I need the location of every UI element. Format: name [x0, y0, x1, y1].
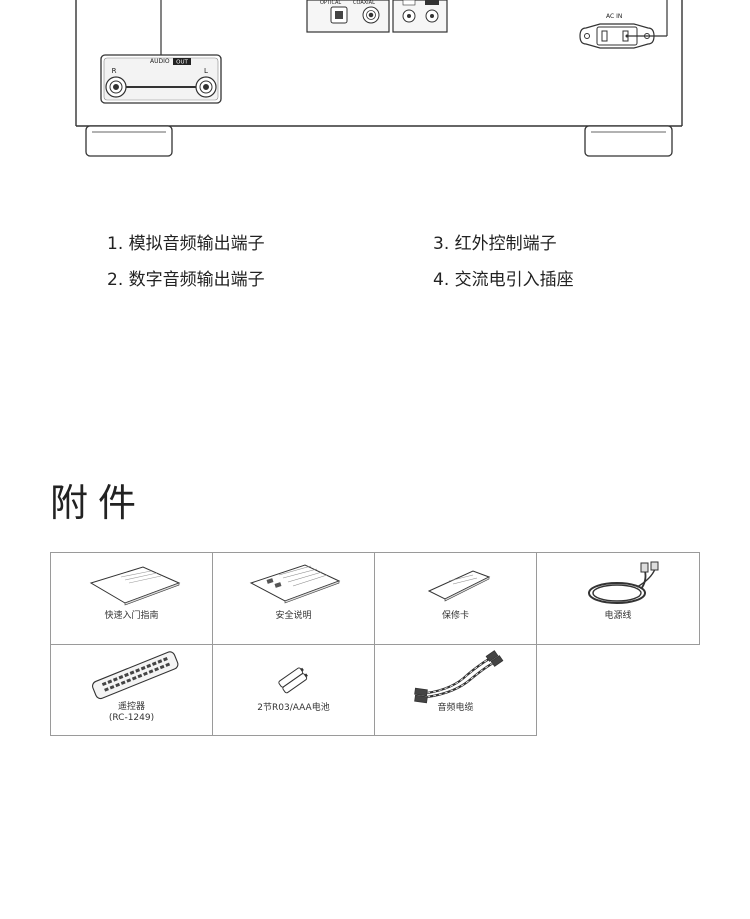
coaxial-label: COAXIAL	[353, 0, 375, 6]
legend-text: 红外控制端子	[454, 234, 557, 254]
optical-label: OPTICAL	[320, 0, 341, 6]
accessories-title: 附件	[50, 481, 147, 525]
safety-instructions-icon	[249, 564, 341, 604]
rear-panel-diagram: AUDIO OUT R L OPTICAL COAXIAL	[75, 0, 683, 157]
warranty-card-icon	[427, 570, 491, 602]
legend-item-digital-out: 2. 数字音频输出端子	[107, 265, 265, 290]
accessory-label: 快速入门指南	[104, 611, 159, 621]
chassis-feet	[85, 125, 673, 157]
audio-out-label: AUDIO	[150, 58, 170, 65]
legend-number: 1.	[107, 234, 124, 254]
legend-number: 3.	[433, 234, 450, 254]
battery-icon	[278, 667, 308, 694]
legend-item-ir-control: 3. 红外控制端子	[433, 229, 557, 254]
optical-jack-icon	[330, 6, 348, 24]
accessory-sublabel: (RC-1249)	[108, 713, 155, 723]
accessory-batteries: 2节R03/AAA电池	[212, 644, 375, 736]
power-cord-icon	[588, 561, 659, 604]
rca-jack-left-icon	[195, 76, 217, 98]
remote-control-icon	[92, 651, 179, 700]
legend-item-ac-inlet: 4. 交流电引入插座	[433, 265, 574, 290]
ac-in-label: AC IN	[606, 13, 622, 20]
audio-cable-icon	[414, 650, 504, 704]
accessory-label: 遥控器	[117, 702, 145, 712]
accessory-remote-control: 遥控器 (RC-1249)	[50, 644, 213, 736]
legend-number: 2.	[107, 270, 124, 290]
accessory-quick-start-guide: 快速入门指南	[50, 552, 213, 645]
audio-out-terminal: AUDIO OUT R L	[100, 0, 222, 104]
chassis-outline	[75, 0, 683, 127]
accessory-label: 音频电缆	[437, 703, 474, 713]
accessory-label: 2节R03/AAA电池	[257, 703, 330, 713]
accessory-label: 保修卡	[441, 611, 469, 621]
accessory-audio-cable: 音频电缆	[374, 644, 537, 736]
accessory-label: 电源线	[604, 611, 632, 621]
legend-text: 模拟音频输出端子	[128, 234, 265, 254]
legend-text: 交流电引入插座	[454, 270, 574, 290]
legend-text: 数字音频输出端子	[128, 270, 265, 290]
accessory-warranty-card: 保修卡	[374, 552, 537, 645]
ac-inlet: AC IN	[579, 0, 668, 49]
legend-number: 4.	[433, 270, 450, 290]
channel-left-label: L	[204, 67, 208, 75]
accessory-safety-instructions: 安全说明	[212, 552, 375, 645]
rca-jack-right-icon	[105, 76, 127, 98]
quick-start-guide-icon	[89, 566, 181, 606]
legend-item-analog-out: 1. 模拟音频输出端子	[107, 229, 265, 254]
channel-right-label: R	[112, 67, 117, 75]
accessory-label: 安全说明	[275, 611, 312, 621]
accessory-power-cord: 电源线	[536, 552, 700, 645]
digital-out-terminal: OPTICAL COAXIAL	[306, 0, 390, 33]
audio-out-badge: OUT	[176, 60, 188, 66]
coaxial-jack-icon	[362, 6, 380, 24]
ir-control-terminal	[392, 0, 448, 33]
accessories-grid: 快速入门指南 安全说明 保修卡	[50, 552, 700, 736]
